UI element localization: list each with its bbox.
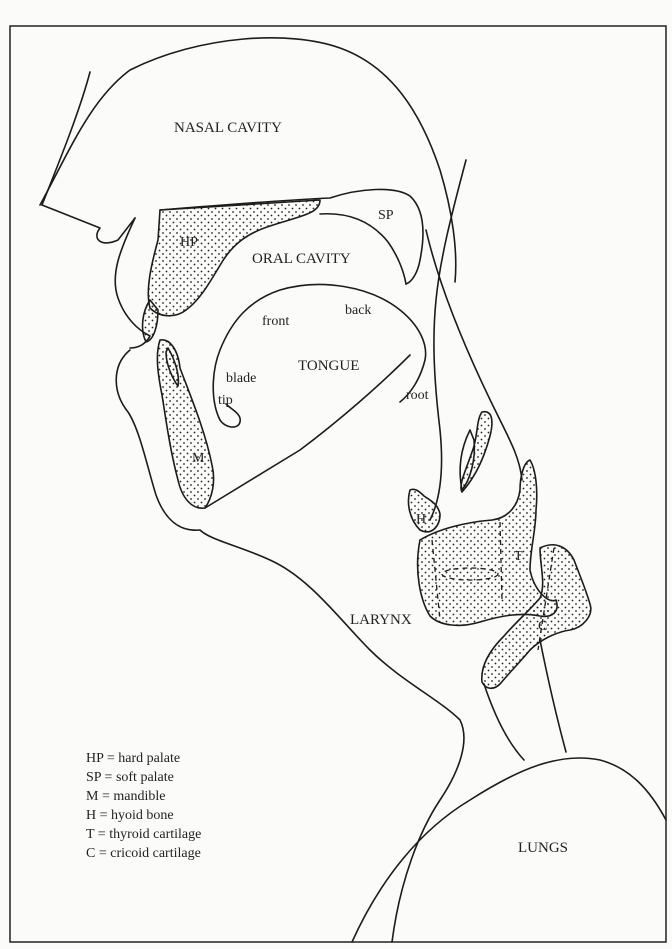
legend-item-sp: SP = soft palate	[86, 770, 174, 785]
label-lungs: LUNGS	[518, 840, 568, 856]
label-h: H	[416, 512, 426, 527]
epiglottis-tip	[461, 412, 492, 492]
legend: HP = hard palate SP = soft palate M = ma…	[86, 751, 201, 861]
label-t: T	[514, 549, 523, 564]
legend-item-t: T = thyroid cartilage	[86, 827, 201, 842]
thyroid-cartilage	[418, 460, 557, 625]
legend-item-hp: HP = hard palate	[86, 751, 180, 766]
label-nasal-cavity: NASAL CAVITY	[174, 120, 282, 136]
label-front: front	[262, 314, 289, 329]
label-blade: blade	[226, 371, 256, 386]
trachea-back	[540, 640, 566, 752]
tongue-surface	[213, 284, 425, 420]
legend-item-m: M = mandible	[86, 789, 165, 804]
label-tip: tip	[218, 393, 233, 408]
lower-lip-chin	[116, 350, 370, 650]
label-m: M	[192, 451, 205, 466]
upper-tooth	[143, 300, 158, 342]
label-oral-cavity: ORAL CAVITY	[252, 251, 351, 267]
neck-front	[370, 650, 464, 942]
label-tongue: TONGUE	[298, 358, 359, 374]
legend-item-c: C = cricoid cartilage	[86, 846, 201, 861]
nose-outline	[42, 205, 135, 243]
soft-palate	[320, 214, 406, 284]
trachea-front	[484, 684, 524, 760]
mandible	[157, 340, 213, 508]
label-root: root	[406, 388, 429, 403]
label-back: back	[345, 303, 371, 318]
forehead-line	[42, 72, 90, 205]
label-c: C	[538, 619, 547, 634]
frame-border	[10, 26, 666, 942]
legend-item-h: H = hyoid bone	[86, 808, 174, 823]
label-hp: HP	[180, 235, 198, 250]
label-larynx: LARYNX	[350, 612, 412, 628]
skull-outline	[40, 38, 456, 282]
lungs-outline	[352, 758, 666, 942]
label-sp: SP	[378, 208, 394, 223]
